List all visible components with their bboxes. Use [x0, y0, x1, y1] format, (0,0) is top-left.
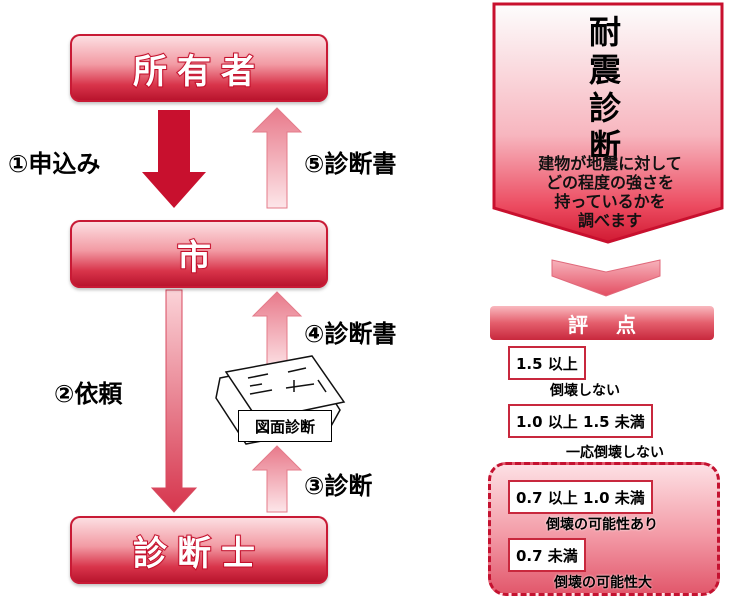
step-report-city-label: ④診断書: [304, 320, 397, 348]
score-level-3: 0.7 以上 1.0 未満: [508, 480, 653, 514]
step-report-owner-label: ⑤診断書: [304, 150, 397, 178]
banner-subtitle-line-4: 調べます: [577, 211, 642, 230]
request-arrow: [150, 289, 198, 513]
chevron-down-icon: [551, 259, 661, 297]
score-level-1-desc: 倒壊しない: [550, 383, 620, 399]
apply-arrow: [142, 110, 206, 208]
banner-title-char-3: 診: [588, 89, 621, 127]
diagnostician-label: 診断士: [132, 533, 265, 575]
diagnose-arrow: [251, 445, 303, 513]
seismic-diagnosis-banner: [492, 2, 724, 244]
score-level-2-desc: 一応倒壊しない: [566, 445, 664, 461]
step-diagnose-label: ③診断: [304, 472, 373, 500]
diagnostician-box: 診断士: [70, 516, 328, 584]
banner-title-char-1: 耐: [588, 13, 621, 51]
rating-header: 評点: [490, 306, 714, 340]
banner-subtitle-line-1: 建物が地震に対して: [538, 154, 682, 173]
banner-title-char-4: 断: [588, 127, 621, 165]
plan-diagnosis-label: 図面診断: [238, 410, 332, 442]
score-level-2: 1.0 以上 1.5 未満: [508, 404, 653, 438]
score-level-1: 1.5 以上: [508, 346, 586, 380]
owner-box: 所有者: [70, 34, 328, 102]
banner-subtitle-line-2: どの程度の強さを: [545, 173, 674, 192]
banner-subtitle-line-3: 持っているかを: [554, 192, 666, 211]
step-request-label: ②依頼: [54, 380, 123, 408]
city-box: 市: [70, 220, 328, 288]
score-level-4: 0.7 未満: [508, 538, 586, 572]
owner-label: 所有者: [132, 51, 265, 93]
city-label: 市: [176, 237, 221, 279]
banner-title-char-2: 震: [588, 51, 621, 89]
report-arrow-to-owner: [251, 107, 303, 209]
score-level-4-desc: 倒壊の可能性大: [554, 575, 652, 591]
rating-header-label: 評点: [568, 312, 664, 337]
score-level-3-desc: 倒壊の可能性あり: [546, 517, 658, 533]
step-apply-label: ①申込み: [8, 150, 101, 178]
